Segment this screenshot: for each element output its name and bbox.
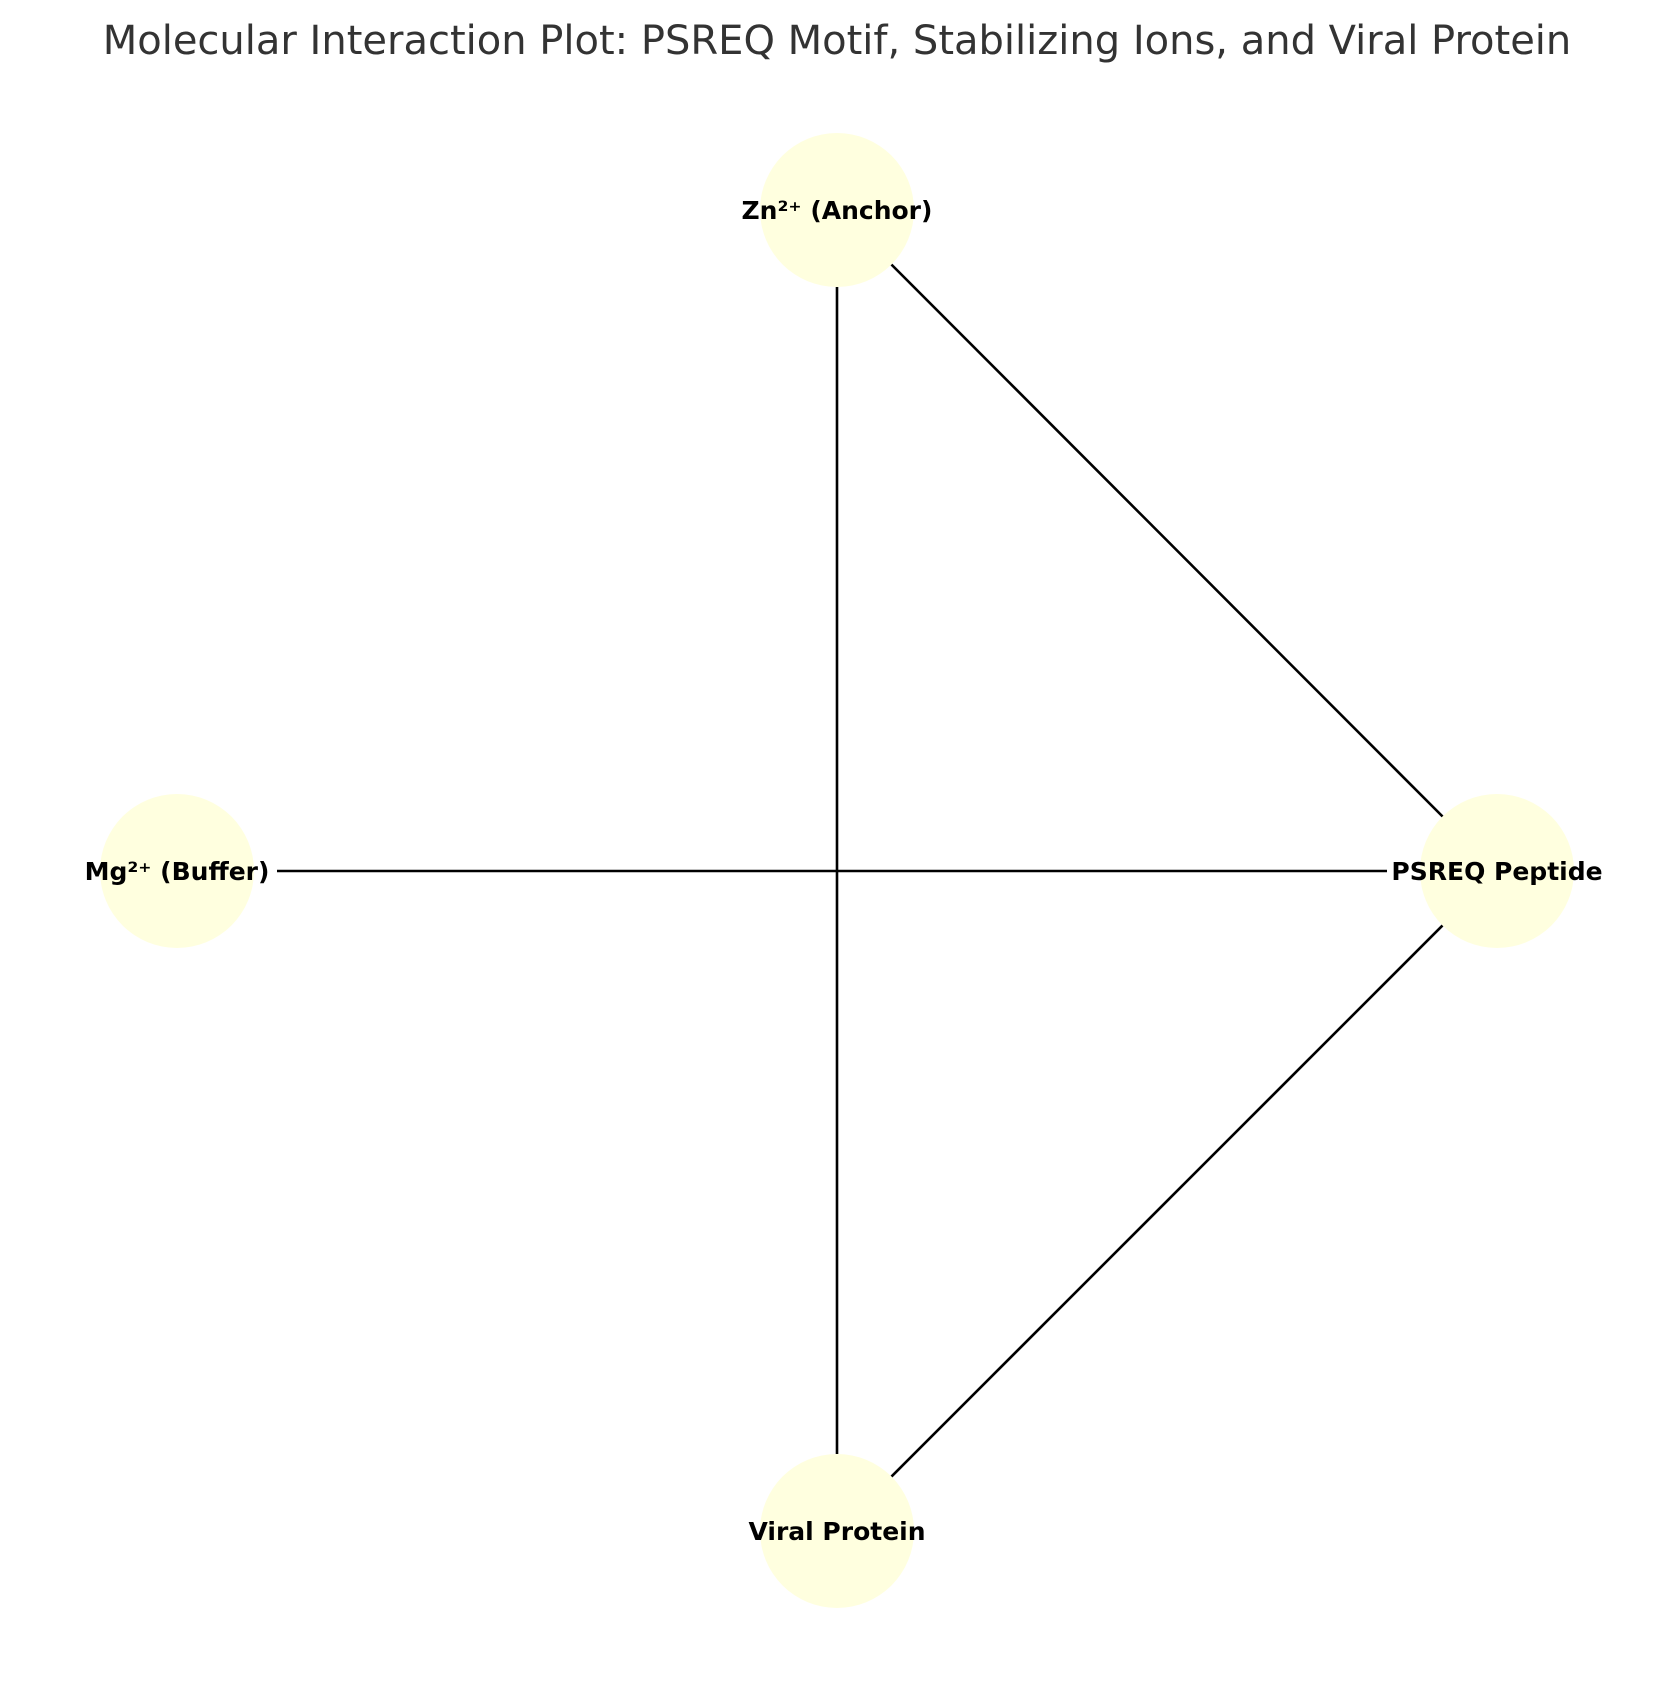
node-viral: Viral Protein: [748, 1454, 926, 1608]
edge-layer: [277, 263, 1444, 1478]
node-zn: Zn²⁺ (Anchor): [742, 133, 933, 287]
node-layer: Zn²⁺ (Anchor) Mg²⁺ (Buffer) PSREQ PeptideV…: [85, 133, 1603, 1608]
node-circle-viral: [760, 1454, 914, 1608]
node-label-zn: Zn²⁺ (Anchor): [742, 196, 933, 225]
node-circle-zn: [760, 133, 914, 287]
node-psreq: PSREQ Peptide: [1391, 794, 1603, 948]
node-circle-mg: [100, 794, 254, 948]
node-label-psreq: PSREQ Peptide: [1391, 857, 1602, 886]
node-label-mg: Mg²⁺ (Buffer): [85, 857, 270, 886]
node-mg: Mg²⁺ (Buffer): [85, 794, 270, 948]
edge-psreq-viral: [890, 924, 1444, 1478]
edge-zn-psreq: [890, 263, 1444, 818]
diagram-title: Molecular Interaction Plot: PSREQ Motif,…: [103, 18, 1572, 64]
node-circle-psreq: [1420, 794, 1574, 948]
node-label-viral: Viral Protein: [748, 1517, 925, 1546]
